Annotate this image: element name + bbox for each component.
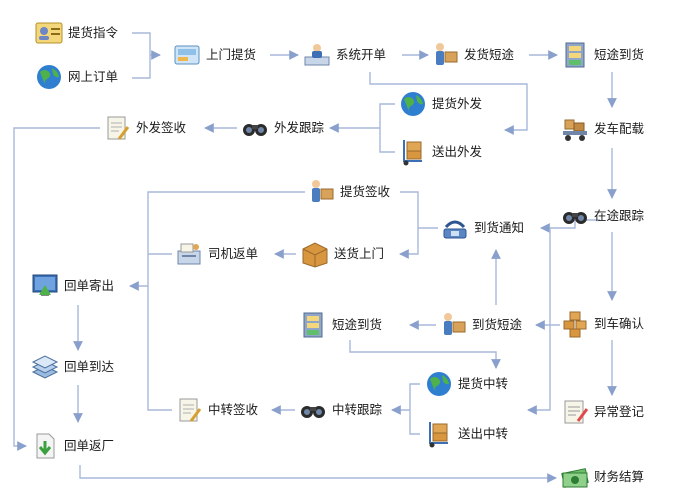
binoculars-icon [563,212,587,224]
node-label: 中转跟踪 [332,402,383,417]
node-short-arrive-1[interactable]: 短途到货 [560,40,644,70]
edge-track-to-notice [540,219,600,233]
node-arrival-short[interactable]: 到货短途 [438,310,522,340]
node-label: 提货中转 [458,376,509,391]
node-exception-reg[interactable]: 异常登记 [560,397,644,427]
node-label: 提货外发 [432,96,483,111]
node-label: 短途到货 [332,317,383,332]
edge-order-merge [132,32,160,79]
loaded-cart-icon [563,119,587,141]
node-pickup-order[interactable]: 提货指令 [34,18,118,48]
node-outsource-sign[interactable]: 外发签收 [102,113,186,143]
node-dispatch-load[interactable]: 发车配载 [560,114,644,144]
edge-short-to-notice [349,340,501,369]
node-transfer-track[interactable]: 中转跟踪 [298,395,382,425]
cardboard-box-icon [302,242,328,268]
node-label: 提货签收 [340,184,391,199]
node-label: 发车配载 [594,121,645,136]
node-label: 司机返单 [208,246,259,261]
node-label: 回单返厂 [64,438,115,453]
node-pickup-sign[interactable]: 提货签收 [306,177,390,207]
courier-icon [312,180,334,202]
id-card-icon [35,22,63,44]
hand-truck-icon [429,422,448,448]
node-label: 中转签收 [208,402,259,417]
node-ship-short[interactable]: 发货短途 [430,40,514,70]
document-stack-icon [31,355,59,379]
node-label: 财务结算 [594,469,645,484]
courier-icon [444,313,466,335]
node-label: 到货短途 [472,317,523,332]
globe-icon [401,92,425,116]
node-label: 送货上门 [334,246,385,261]
node-short-arrive-2[interactable]: 短途到货 [298,310,382,340]
node-label: 发货短途 [464,47,515,62]
node-receipt-send[interactable]: 回单寄出 [30,271,114,301]
edge-transfer-sign-to-left [147,286,172,411]
node-arrival-confirm[interactable]: 到车确认 [560,309,644,339]
node-finance-settle[interactable]: 财务结算 [560,462,644,492]
binoculars-icon [301,406,325,418]
globe-icon [37,65,61,89]
binoculars-icon [243,124,267,136]
node-door-pickup[interactable]: 上门提货 [172,40,256,70]
node-label: 回单到达 [64,359,115,374]
node-pickup-outsource[interactable]: 提货外发 [398,89,482,119]
globe-icon [427,372,451,396]
node-driver-return[interactable]: 司机返单 [174,239,258,269]
node-label: 提货指令 [68,25,119,40]
courier-icon [436,43,458,65]
edge-notice-split [400,191,438,254]
node-home-delivery[interactable]: 送货上门 [300,239,384,269]
document-download-icon [36,433,55,459]
telephone-icon [443,220,467,239]
node-label: 系统开单 [336,47,387,62]
hand-truck-icon [403,140,422,166]
edge-outsource-sign-to-left [13,127,100,451]
node-label: 外发跟踪 [274,120,325,135]
notepad-pen-icon [107,116,130,140]
clipboard-pen-icon [564,400,589,424]
delivery-box-icon [174,45,200,65]
edge-right-to-transfer [527,228,551,415]
node-label: 在途跟踪 [594,208,645,223]
edge-outsource-merge [330,103,395,153]
node-label: 上门提货 [206,47,257,62]
file-cabinet-icon [303,312,323,338]
node-label: 异常登记 [594,404,645,419]
node-label: 到车确认 [594,316,645,331]
boxes-icon [563,311,587,338]
node-receipt-arrive[interactable]: 回单到达 [30,352,114,382]
node-transfer-sign[interactable]: 中转签收 [174,395,258,425]
node-receipt-return[interactable]: 回单返厂 [30,431,114,461]
node-arrival-notice[interactable]: 到货通知 [440,213,524,243]
node-online-order[interactable]: 网上订单 [34,62,118,92]
node-label: 短途到货 [594,47,645,62]
node-label: 送出外发 [432,144,483,159]
node-label: 网上订单 [68,69,119,84]
notepad-pen-icon [179,398,202,422]
node-delivery-outsource[interactable]: 送出外发 [398,137,482,167]
register-icon [177,243,201,265]
edge-transfer-merge [392,383,420,435]
money-icon [561,468,589,488]
node-transit-track[interactable]: 在途跟踪 [560,201,644,231]
node-label: 送出中转 [458,426,509,441]
monitor-download-icon [32,274,58,296]
file-cabinet-icon [565,42,585,68]
edge-return-to-finance [79,465,557,483]
node-label: 外发签收 [136,120,187,135]
computer-operator-icon [304,44,330,66]
edge-system-to-outsource [369,72,528,135]
node-label: 到货通知 [474,220,525,235]
node-system-order[interactable]: 系统开单 [302,40,386,70]
node-pickup-transfer[interactable]: 提货中转 [424,369,508,399]
node-outsource-track[interactable]: 外发跟踪 [240,113,324,143]
node-delivery-transfer[interactable]: 送出中转 [424,419,508,449]
node-label: 回单寄出 [64,278,115,293]
